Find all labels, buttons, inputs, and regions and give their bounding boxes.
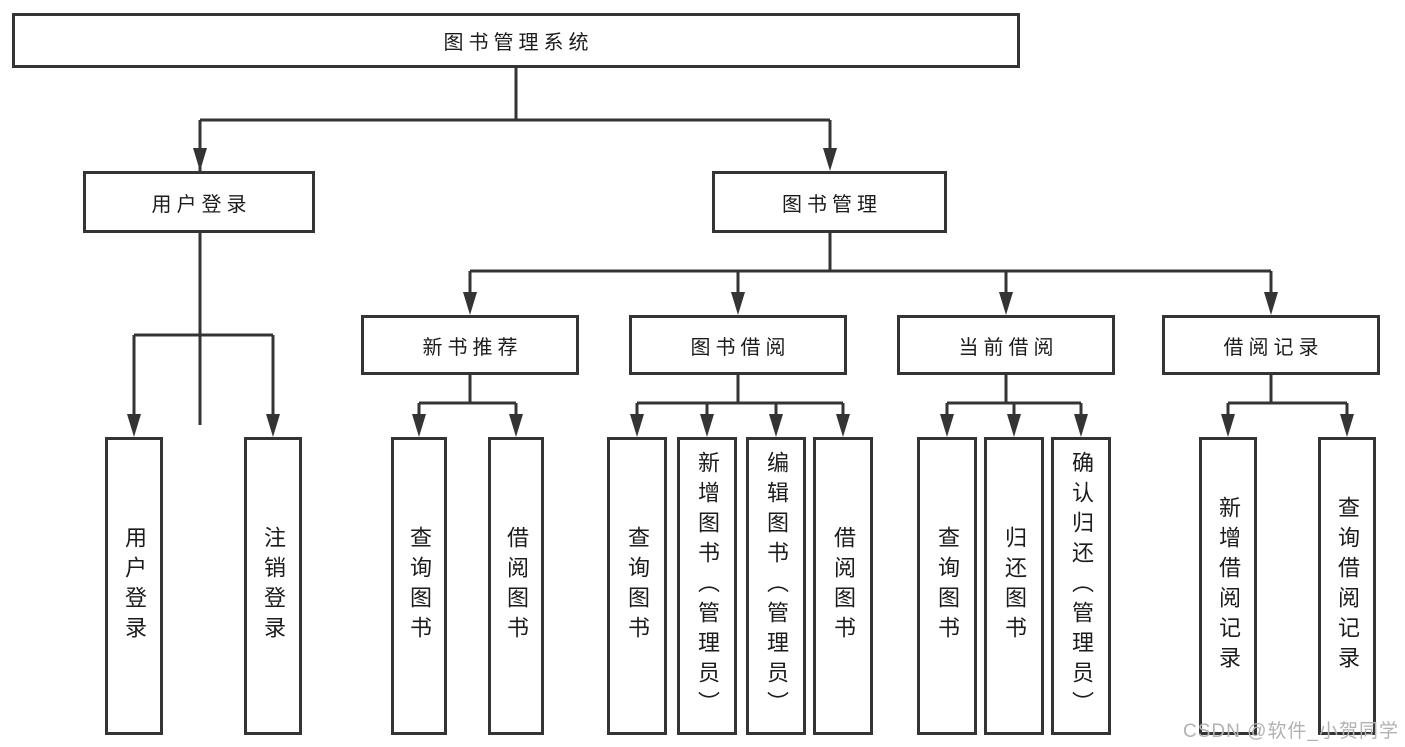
node-new-book-recommend: 新书推荐 (361, 315, 579, 375)
connector-bookmgmt-to-level2 (463, 233, 1278, 315)
arrowhead-icon (1221, 414, 1235, 437)
node-book-borrow: 图书借阅 (629, 315, 847, 375)
leaf-query-books-3: 查询图书 (917, 437, 977, 735)
node-label: 用户登录 (151, 193, 252, 216)
arrowhead-icon (630, 414, 644, 437)
node-label: 查询借阅记录 (1335, 496, 1360, 676)
node-label: 查询图书 (407, 526, 432, 646)
leaf-return-books: 归还图书 (984, 437, 1044, 735)
leaf-confirm-return-admin: 确认归还（管理员） (1051, 437, 1111, 735)
node-user-login: 用户登录 (83, 171, 315, 233)
node-label: 图书借阅 (690, 336, 791, 359)
node-root-system: 图书管理系统 (12, 13, 1020, 68)
arrowhead-icon (193, 148, 207, 171)
leaf-add-borrow-record: 新增借阅记录 (1199, 437, 1257, 735)
arrowhead-icon (700, 414, 714, 437)
leaf-borrow-books-2: 借阅图书 (813, 437, 873, 735)
connector-currentborrow-to-leaves (940, 375, 1088, 437)
node-book-management: 图书管理 (712, 171, 947, 233)
node-label: 查询图书 (625, 526, 650, 646)
node-label: 借阅记录 (1223, 336, 1324, 359)
arrowhead-icon (940, 414, 954, 437)
node-label: 查询图书 (935, 526, 960, 646)
leaf-borrow-books-1: 借阅图书 (488, 437, 544, 735)
node-label: 借阅图书 (831, 526, 856, 646)
connector-newbooks-to-leaves (412, 375, 523, 437)
csdn-watermark: CSDN @软件_小贺同学 (1183, 721, 1399, 742)
arrowhead-icon (836, 414, 850, 437)
arrowhead-icon (823, 148, 837, 171)
leaf-query-borrow-record: 查询借阅记录 (1318, 437, 1376, 735)
node-label: 用户登录 (122, 526, 147, 646)
node-current-borrow: 当前借阅 (897, 315, 1115, 375)
node-label: 注销登录 (261, 526, 286, 646)
connector-root-to-level1 (193, 68, 837, 425)
arrowhead-icon (1264, 292, 1278, 315)
connector-bookborrow-to-leaves (630, 375, 850, 437)
leaf-edit-books-admin: 编辑图书（管理员） (746, 437, 806, 735)
node-label: 当前借阅 (958, 336, 1059, 359)
node-label: 编辑图书（管理员） (764, 451, 789, 721)
arrowhead-icon (999, 292, 1013, 315)
node-label: 图书管理 (782, 193, 882, 216)
leaf-user-login: 用户登录 (105, 437, 163, 735)
arrowhead-icon (266, 414, 280, 437)
node-borrow-records: 借阅记录 (1162, 315, 1380, 375)
leaf-query-books-2: 查询图书 (607, 437, 667, 735)
node-label: 确认归还（管理员） (1069, 451, 1094, 721)
arrowhead-icon (1340, 414, 1354, 437)
arrowhead-icon (769, 414, 783, 437)
node-label: 新增借阅记录 (1216, 496, 1241, 676)
node-label: 借阅图书 (504, 526, 529, 646)
node-label: 新增图书（管理员） (695, 451, 720, 721)
arrowhead-icon (509, 414, 523, 437)
node-label: 归还图书 (1002, 526, 1027, 646)
arrowhead-icon (731, 292, 745, 315)
arrowhead-icon (463, 292, 477, 315)
node-label: 图书管理系统 (443, 32, 594, 54)
connector-borrowrecords-to-leaves (1221, 375, 1354, 437)
leaf-query-books-1: 查询图书 (391, 437, 447, 735)
arrowhead-icon (1074, 414, 1088, 437)
arrowhead-icon (412, 414, 426, 437)
node-label: 新书推荐 (422, 336, 523, 359)
leaf-add-books-admin: 新增图书（管理员） (677, 437, 737, 735)
connector-userlogin-to-leaves (127, 233, 280, 437)
arrowhead-icon (127, 414, 141, 437)
arrowhead-icon (1007, 414, 1021, 437)
leaf-logout: 注销登录 (244, 437, 302, 735)
